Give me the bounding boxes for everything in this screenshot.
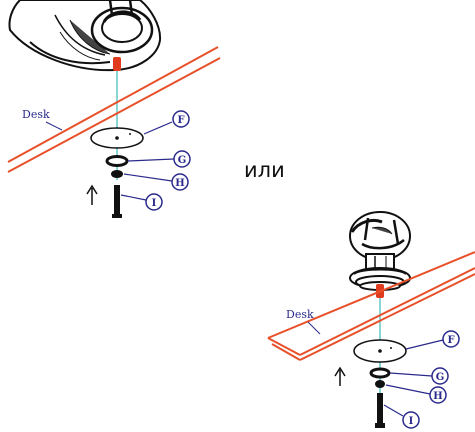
svg-text:G: G: [436, 372, 445, 383]
washer-g-top: [105, 155, 129, 167]
or-separator-text: или: [244, 158, 285, 182]
callout-f-top: F: [143, 110, 190, 135]
assembly-top-left: Desk F G: [7, 0, 221, 218]
bolt-i-top: [114, 185, 120, 217]
assembly-bottom-right: Desk F G: [267, 211, 475, 429]
callout-g-top: G: [127, 150, 191, 168]
svg-text:H: H: [433, 391, 442, 402]
washer-g-bottom: [369, 367, 391, 379]
callout-i-top: I: [120, 193, 163, 211]
desk-top-left: [7, 46, 221, 173]
callout-h-top: H: [123, 173, 189, 191]
nut-h-top: [111, 170, 123, 178]
callout-f-bottom: F: [405, 330, 460, 350]
svg-text:H: H: [175, 178, 184, 189]
callout-g-bottom: G: [389, 367, 449, 385]
up-arrow-bottom: [334, 366, 346, 386]
nut-h-bottom: [375, 380, 385, 388]
svg-text:F: F: [177, 115, 184, 126]
svg-text:G: G: [178, 155, 187, 166]
up-arrow-top: [86, 184, 98, 205]
desk-bottom-right: [267, 251, 475, 361]
arm-base-top: [8, 0, 162, 72]
link-connector-top: [113, 57, 121, 71]
desk-label-left: Desk: [22, 108, 50, 121]
svg-text:I: I: [152, 198, 157, 209]
bolt-i-bottom: [377, 393, 383, 425]
callout-i-bottom: I: [383, 404, 420, 429]
desk-label-right: Desk: [286, 308, 314, 321]
svg-text:I: I: [409, 416, 414, 427]
svg-text:F: F: [447, 335, 454, 346]
callout-h-bottom: H: [385, 384, 447, 404]
pole-clamp: [349, 211, 411, 291]
